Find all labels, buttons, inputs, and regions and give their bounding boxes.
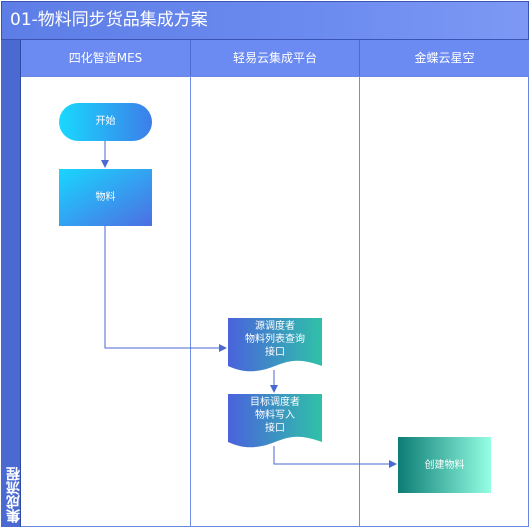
- target-document-shape: [228, 394, 322, 448]
- lane-label-platform: 轻易云集成平台: [232, 51, 317, 65]
- start-terminator: [59, 103, 152, 141]
- diagram-title-bar: 01-物料同步货品集成方案: [1, 1, 529, 40]
- connector-material-source: [104, 226, 227, 352]
- source-label: 源调度者 物料列表查询 接口: [245, 321, 305, 358]
- side-strip: 集成流程: [1, 40, 22, 527]
- lane-header-mes: 四化智造MES: [21, 40, 190, 76]
- start-label: 开始: [95, 116, 116, 127]
- material-process: [59, 169, 152, 226]
- target-label: 目标调度者 物料写入 接口: [250, 397, 300, 434]
- lane-header-kingdee: 金蝶云星空: [359, 40, 529, 76]
- lane-label-kingdee: 金蝶云星空: [414, 51, 475, 65]
- lanes-body: [21, 76, 529, 527]
- diagram-title: 01-物料同步货品集成方案: [10, 10, 208, 30]
- connector-target-create: [273, 446, 397, 468]
- create-label: 创建物料: [424, 460, 465, 471]
- lane-divider-1: [190, 76, 191, 527]
- source-document-shape: [228, 318, 322, 372]
- lane-label-mes: 四化智造MES: [68, 51, 143, 65]
- material-label: 物料: [95, 192, 116, 203]
- lane-divider-2: [359, 76, 360, 527]
- lane-header-platform: 轻易云集成平台: [190, 40, 359, 76]
- create-material-process: [398, 437, 491, 493]
